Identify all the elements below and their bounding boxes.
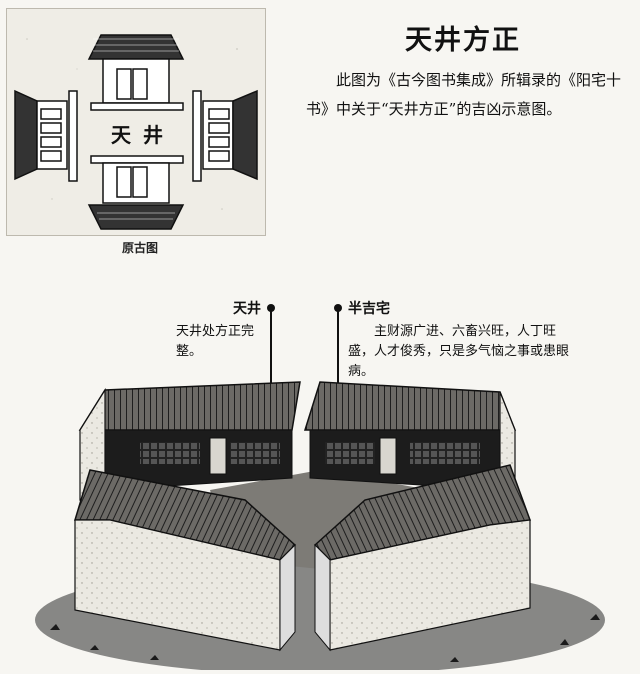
back-right-building: [303, 381, 517, 502]
east-building: [192, 89, 258, 182]
west-building: [14, 89, 78, 182]
banjizhai-label-text: 主财源广进、六畜兴旺，人丁旺盛，人才俊秀，只是多气恼之事或患眼病。: [348, 324, 570, 379]
tianjing-leader-dot: [267, 304, 275, 312]
banjizhai-leader-line: [337, 310, 339, 390]
tianjing-label-text: 天井处方正完整。: [176, 324, 255, 359]
original-ancient-diagram: 天 井: [6, 8, 266, 236]
page-title: 天井方正: [405, 25, 521, 56]
courtyard-char-1: 天: [111, 123, 132, 147]
description-text: 此图为《古今图书集成》所辑录的《阳宅十书》中关于“天井方正”的吉凶示意图。: [306, 71, 622, 118]
banjizhai-label-title: 半吉宅: [348, 301, 390, 317]
south-building: [87, 155, 185, 230]
ground-texture: [50, 614, 600, 662]
courtyard-char-2: 井: [143, 123, 163, 147]
banjizhai-leader-dot: [334, 304, 342, 312]
north-building: [87, 34, 185, 111]
ancient-courtyard-drawing: 天 井: [14, 34, 258, 230]
tianjing-label-title: 天井: [233, 301, 261, 317]
front-right-building: [313, 464, 532, 652]
original-diagram-caption: 原古图: [121, 241, 158, 255]
front-left-building: [73, 469, 297, 652]
courtyard-illustration: [30, 370, 620, 674]
back-left-building: [78, 381, 301, 501]
